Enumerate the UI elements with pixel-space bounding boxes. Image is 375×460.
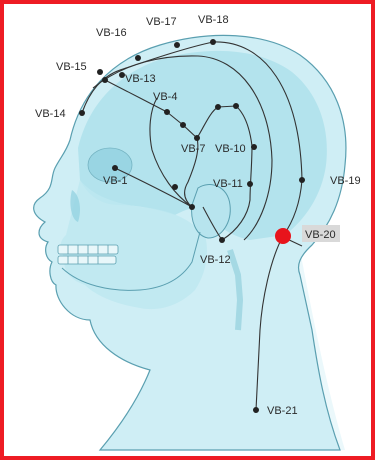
point-vb12 <box>219 237 225 243</box>
label-vb18: VB-18 <box>198 14 229 26</box>
label-vb7: VB-7 <box>181 143 205 155</box>
point-vb20-highlight <box>275 228 291 244</box>
label-vb21: VB-21 <box>267 405 298 417</box>
point-vb15 <box>97 69 103 75</box>
label-vb14: VB-14 <box>35 108 66 120</box>
point-vb18 <box>210 39 216 45</box>
point-vb7 <box>194 135 200 141</box>
label-vb16: VB-16 <box>96 27 127 39</box>
point-vb10 <box>251 144 257 150</box>
head-acupoint-diagram: VB-1 VB-4 VB-7 VB-10 VB-11 VB-12 VB-13 V… <box>4 4 371 456</box>
point-vb8 <box>215 104 221 110</box>
label-vb17: VB-17 <box>146 16 177 28</box>
label-vb19: VB-19 <box>330 175 361 187</box>
point-vb11 <box>247 181 253 187</box>
label-vb1: VB-1 <box>103 175 127 187</box>
label-vb10: VB-10 <box>215 143 246 155</box>
point-vb9 <box>233 103 239 109</box>
label-vb13: VB-13 <box>125 73 156 85</box>
point-vb13 <box>102 77 108 83</box>
point-vb16 <box>135 55 141 61</box>
point-vb17 <box>174 42 180 48</box>
point-vb21 <box>253 407 259 413</box>
point-vb19 <box>299 177 305 183</box>
label-vb11: VB-11 <box>213 178 243 190</box>
point-vb4 <box>164 109 170 115</box>
point-vb1-c <box>189 204 195 210</box>
label-vb15: VB-15 <box>56 61 87 73</box>
point-vb4-b <box>180 122 186 128</box>
point-vb1 <box>112 165 118 171</box>
label-vb20: VB-20 <box>305 229 336 241</box>
label-vb4: VB-4 <box>153 91 177 103</box>
point-vb1-b <box>172 184 178 190</box>
point-vb14 <box>79 110 85 116</box>
label-vb12: VB-12 <box>200 254 231 266</box>
